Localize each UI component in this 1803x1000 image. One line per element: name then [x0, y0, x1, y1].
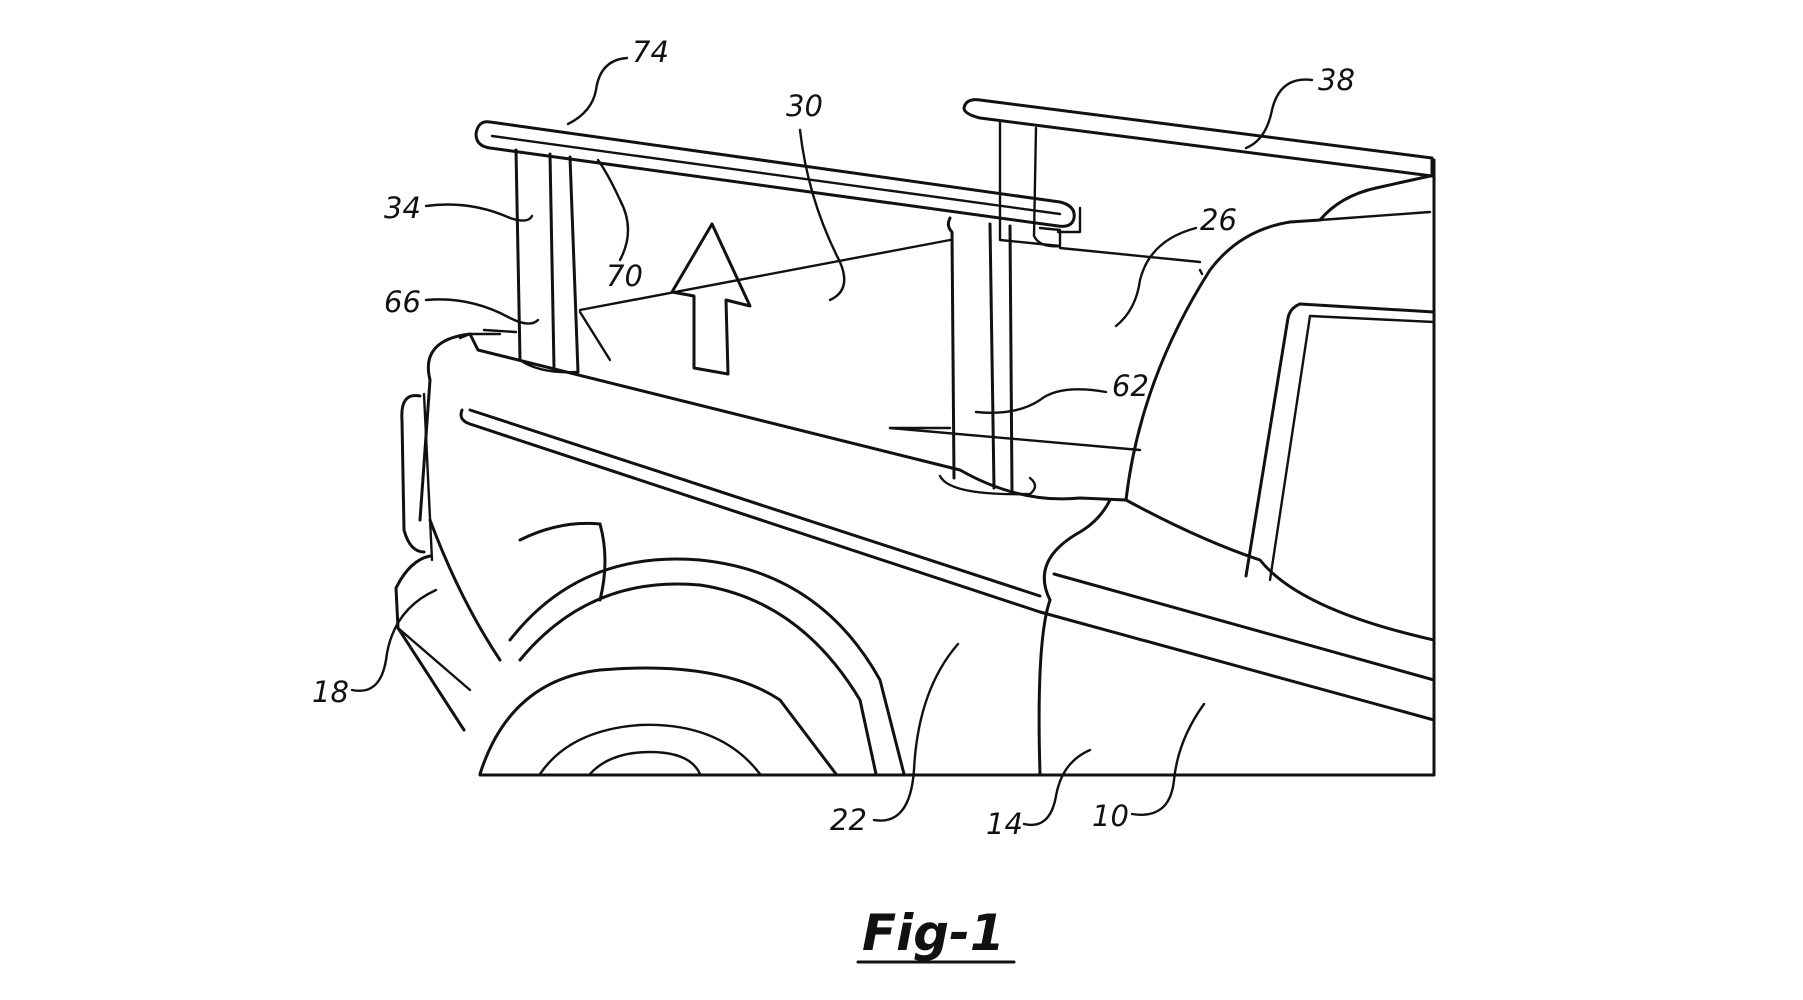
body-seam-lower [1039, 600, 1050, 774]
ref-74: 74 [632, 35, 669, 69]
figure-caption: Fig-1 [862, 904, 1005, 962]
ref-26: 26 [1200, 203, 1237, 237]
rear-rail [964, 100, 1432, 247]
ref-30: 30 [786, 89, 823, 123]
front-post [940, 218, 1035, 494]
ref-70: 70 [606, 259, 643, 293]
ref-18: 18 [312, 675, 349, 709]
up-arrow [672, 224, 750, 374]
body-seam [1044, 500, 1110, 600]
ref-62: 62 [1112, 369, 1149, 403]
ref-38: 38 [1318, 63, 1355, 97]
ref-22: 22 [830, 803, 867, 837]
ref-34: 34 [384, 191, 421, 225]
ref-14: 14 [986, 807, 1023, 841]
wheel-arch [480, 559, 904, 774]
cargo-bed-interior [580, 240, 1200, 450]
leader-lines [352, 58, 1312, 825]
ref-10: 10 [1092, 799, 1129, 833]
rear-post [484, 150, 578, 372]
front-rail [476, 122, 1074, 227]
ref-66: 66 [384, 285, 421, 319]
cab [1126, 176, 1434, 640]
